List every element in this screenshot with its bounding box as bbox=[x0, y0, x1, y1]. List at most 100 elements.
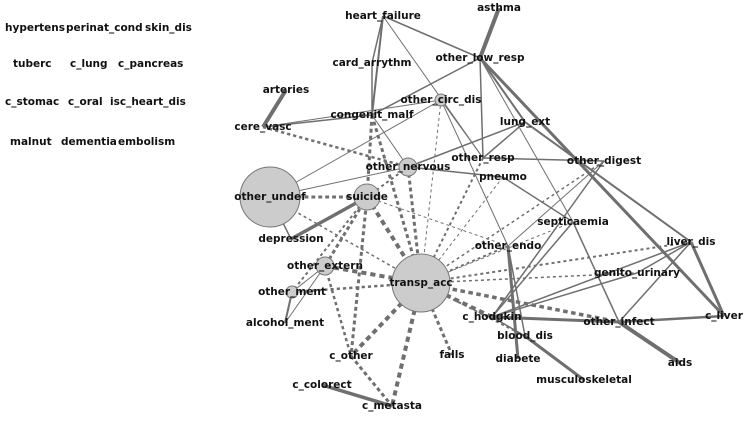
edge-other_low_resp-c_liver bbox=[478, 56, 726, 318]
edge-pneumo-septicaemia bbox=[502, 176, 574, 223]
node-label-other_undef: other_undef bbox=[234, 191, 306, 203]
node-label-lung_ext: lung_ext bbox=[500, 116, 550, 128]
node-label-other_infect: other_infect bbox=[583, 316, 654, 328]
edge-arteries-cere_vasc bbox=[261, 88, 288, 129]
edge-other_resp-other_digest bbox=[482, 157, 605, 162]
edge-suicide-other_ment bbox=[291, 196, 368, 293]
edge-other_nervous-pneumo bbox=[407, 166, 504, 178]
edge-heart_failure-congenit_malf bbox=[371, 15, 384, 116]
edge-other_circ_dis-other_endo bbox=[440, 99, 509, 247]
node-suicide bbox=[353, 183, 381, 211]
isolated-node-embolism: embolism bbox=[118, 136, 175, 148]
node-label-blood_dis: blood_dis bbox=[497, 330, 553, 342]
edge-liver_dis-genito_urinary bbox=[636, 241, 692, 274]
edge-transp_acc-falls bbox=[419, 282, 454, 356]
node-label-asthma: asthma bbox=[477, 2, 521, 14]
edge-transp_acc-other_infect bbox=[420, 281, 620, 324]
node-label-heart_failure: heart_failure bbox=[345, 10, 421, 22]
edge-liver_dis-c_hodgkin bbox=[491, 241, 692, 318]
edge-other_circ_dis-other_resp bbox=[440, 99, 484, 159]
edge-other_low_resp-congenit_malf bbox=[371, 57, 481, 116]
node-label-other_circ_dis: other_circ_dis bbox=[400, 94, 481, 106]
edge-suicide-depression bbox=[290, 195, 368, 241]
edge-other_digest-c_hodgkin bbox=[491, 160, 605, 318]
edge-transp_acc-c_other bbox=[349, 281, 423, 358]
node-label-c_other: c_other bbox=[329, 350, 373, 362]
node-label-c_colorect: c_colorect bbox=[292, 379, 351, 391]
node-other_extern bbox=[315, 256, 335, 276]
node-label-musculoskeletal: musculoskeletal bbox=[536, 374, 632, 386]
edge-other_infect-aids bbox=[617, 320, 682, 365]
edge-other_extern-alcohol_ment bbox=[284, 265, 326, 324]
edge-liver_dis-other_infect bbox=[618, 241, 692, 323]
node-label-other_low_resp: other_low_resp bbox=[435, 52, 525, 64]
edge-other_low_resp-lung_ext bbox=[479, 57, 526, 123]
edge-other_low_resp-other_resp bbox=[479, 57, 484, 159]
node-transp_acc bbox=[391, 253, 451, 313]
node-label-pneumo: pneumo bbox=[479, 171, 527, 183]
node-label-other_endo: other_endo bbox=[475, 240, 542, 252]
edge-other_circ_dis-other_undef bbox=[269, 99, 442, 198]
edge-other_low_resp-septicaemia bbox=[479, 57, 574, 223]
edge-c_hodgkin-blood_dis bbox=[491, 316, 526, 337]
node-other_ment bbox=[285, 285, 299, 299]
node-label-liver_dis: liver_dis bbox=[667, 236, 716, 248]
node-label-transp_acc: transp_acc bbox=[389, 277, 452, 289]
node-label-other_extern: other_extern bbox=[287, 260, 363, 272]
edge-lung_ext-other_resp bbox=[482, 121, 526, 159]
node-other_undef bbox=[239, 166, 301, 228]
node-label-aids: aids bbox=[668, 357, 692, 369]
node-label-c_hodgkin: c_hodgkin bbox=[462, 311, 521, 323]
edge-lung_ext-other_nervous bbox=[407, 121, 526, 168]
isolated-node-perinat_cond: perinat_cond bbox=[66, 22, 143, 34]
node-label-other_resp: other_resp bbox=[451, 152, 515, 164]
edge-transp_acc-genito_urinary bbox=[420, 272, 638, 284]
node-label-card_arrythm: card_arrythm bbox=[333, 57, 412, 69]
edge-other_digest-other_endo bbox=[507, 160, 605, 247]
edge-suicide-c_other bbox=[349, 196, 369, 357]
node-label-cere_vasc: cere_vasc bbox=[234, 121, 291, 133]
edge-congenit_malf-other_nervous bbox=[371, 114, 409, 168]
isolated-node-c_lung: c_lung bbox=[70, 58, 108, 70]
edge-septicaemia-c_hodgkin bbox=[491, 221, 574, 318]
label-layer: asthma heart_failure card_arrythm other_low… bbox=[234, 2, 743, 412]
edge-other_endo-diabete bbox=[506, 245, 520, 360]
isolated-node-c_pancreas: c_pancreas bbox=[118, 58, 183, 70]
edge-other_extern-transp_acc bbox=[324, 264, 422, 285]
edge-cere_vasc-other_circ_dis bbox=[262, 99, 442, 128]
node-label-other_digest: other_digest bbox=[567, 155, 641, 167]
edge-other_extern-c_other bbox=[323, 265, 353, 357]
isolated-node-malnut: malnut bbox=[10, 136, 52, 148]
node-label-other_nervous: other_nervous bbox=[366, 161, 451, 173]
node-label-depression: depression bbox=[258, 233, 323, 245]
edge-asthma-other_low_resp bbox=[478, 7, 501, 59]
isolated-node-c_stomac: c_stomac bbox=[5, 96, 59, 108]
edge-other_digest-transp_acc bbox=[420, 160, 605, 284]
node-layer bbox=[239, 93, 451, 313]
edge-other_infect-c_liver bbox=[618, 314, 725, 324]
edge-cere_vasc-congenit_malf bbox=[262, 114, 373, 128]
node-label-c_liver: c_liver bbox=[705, 310, 744, 322]
node-other_circ_dis bbox=[434, 93, 448, 107]
node-label-suicide: suicide bbox=[346, 191, 388, 203]
node-label-diabete: diabete bbox=[496, 353, 541, 365]
edge-c_colorect-c_metasta bbox=[321, 383, 393, 408]
isolated-node-c_oral: c_oral bbox=[68, 96, 103, 108]
edge-septicaemia-other_infect bbox=[572, 221, 620, 323]
edge-other_circ_dis-transp_acc bbox=[420, 99, 442, 284]
edge-c_other-c_metasta bbox=[349, 355, 394, 407]
isolated-node-hypertens: hypertens bbox=[5, 22, 65, 34]
isolated-node-tuberc: tuberc bbox=[13, 58, 52, 70]
isolated-node-isc_heart_dis: isc_heart_dis bbox=[110, 96, 186, 108]
node-label-c_metasta: c_metasta bbox=[362, 400, 422, 412]
edge-blood_dis-musculoskeletal bbox=[524, 334, 585, 382]
node-other_nervous bbox=[398, 157, 418, 177]
edge-lung_ext-liver_dis bbox=[524, 121, 692, 243]
isolated-node-skin_dis: skin_dis bbox=[145, 22, 192, 34]
node-label-alcohol_ment: alcohol_ment bbox=[246, 317, 324, 329]
node-label-septicaemia: septicaemia bbox=[537, 216, 609, 228]
edge-heart_failure-other_low_resp bbox=[382, 15, 481, 59]
edge-pneumo-transp_acc bbox=[420, 176, 504, 284]
